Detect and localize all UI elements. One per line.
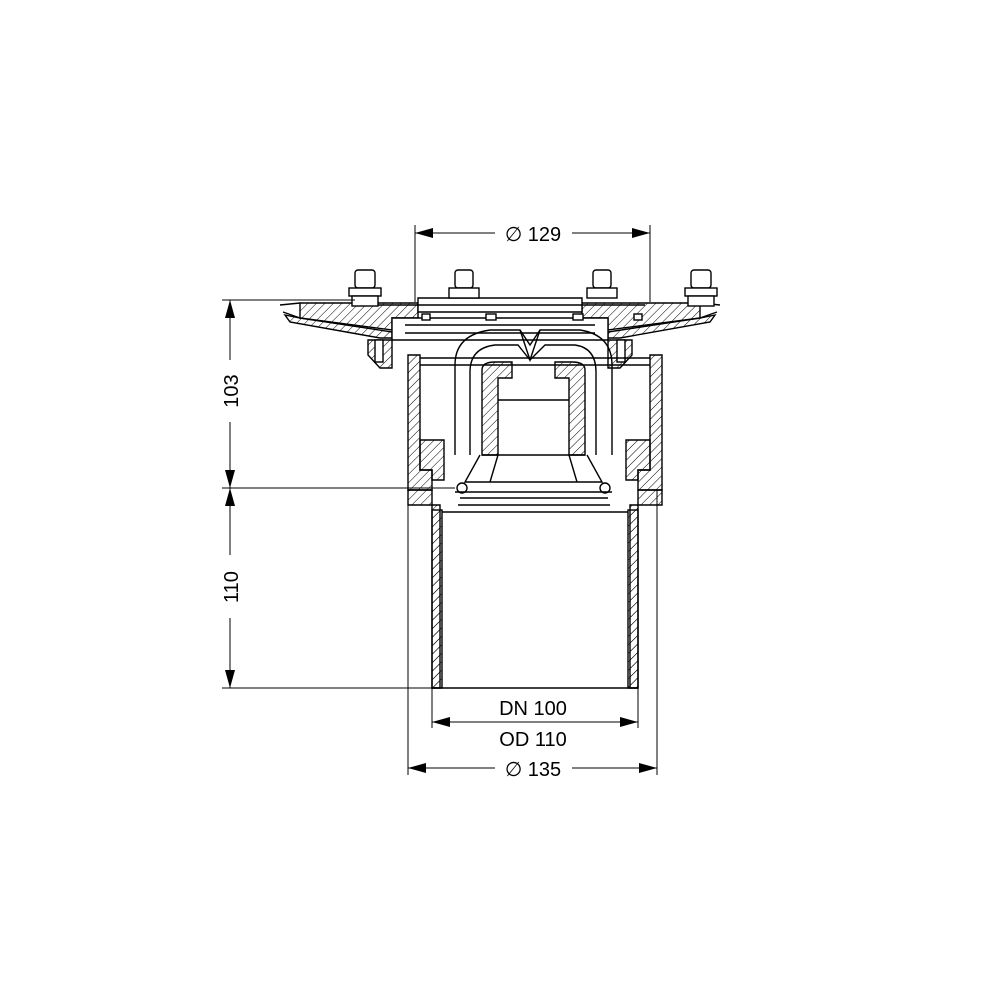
bolt-left-inner xyxy=(448,269,480,299)
bolt-right-outer xyxy=(684,269,718,307)
dimension-pipe-size: DN 100 OD 110 xyxy=(431,688,639,751)
flange-assembly xyxy=(279,297,721,341)
body-diameter-label: ∅ 135 xyxy=(505,759,561,781)
upper-height-label: 103 xyxy=(221,374,243,407)
dimension-body-diameter: ∅ 135 xyxy=(407,490,658,781)
lower-height-label: 110 xyxy=(221,571,243,603)
dimension-lower-height: 110 xyxy=(221,488,432,689)
bolt-left-outer xyxy=(348,269,382,307)
siphon-insert xyxy=(454,329,613,499)
outlet-pipe xyxy=(407,489,663,689)
outer-diameter-label: OD 110 xyxy=(499,729,566,751)
nominal-size-label: DN 100 xyxy=(499,698,567,720)
clamp-clip-left xyxy=(367,339,393,369)
drain-body-upper xyxy=(407,354,663,491)
clamp-clip-right xyxy=(607,339,633,369)
top-diameter-label: ∅ 129 xyxy=(505,224,561,246)
dimension-upper-height: 103 xyxy=(221,299,455,489)
bolt-right-inner xyxy=(586,269,618,299)
dimension-top-diameter: ∅ 129 xyxy=(414,224,651,302)
